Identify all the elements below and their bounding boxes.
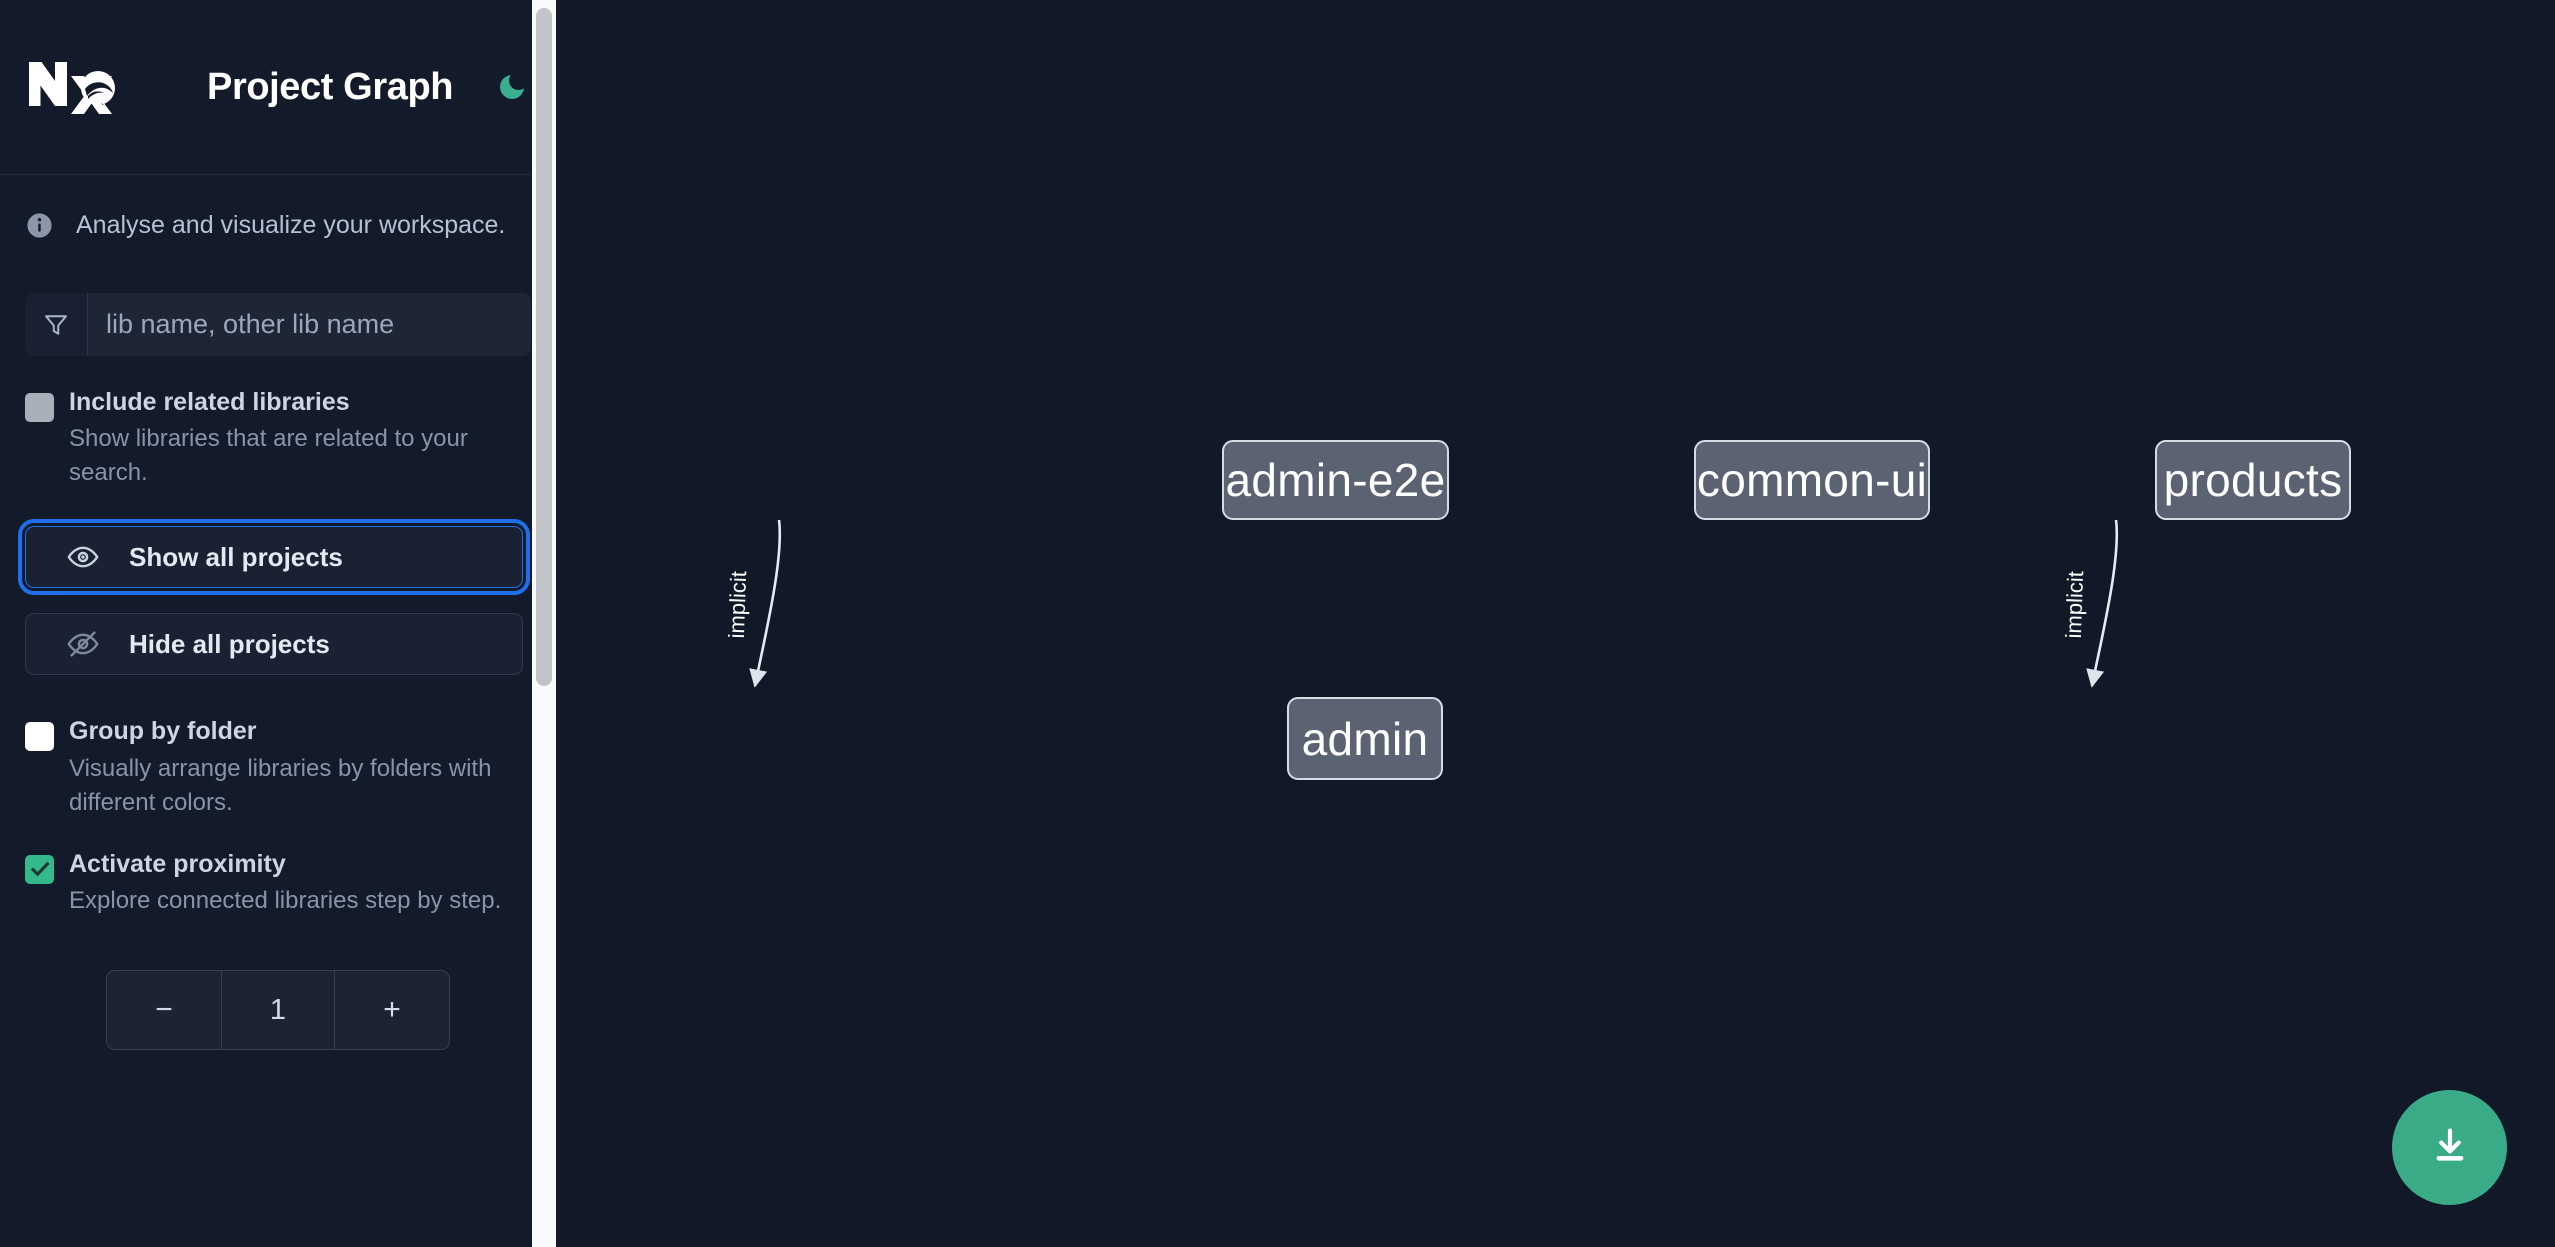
moon-icon[interactable]: [489, 64, 535, 110]
search-filter-row: [25, 293, 531, 356]
workspace-description-text: Analyse and visualize your workspace.: [76, 211, 506, 239]
sidebar-scrollbar-thumb[interactable]: [536, 8, 552, 686]
graph-node-label: common-ui: [1696, 454, 1928, 506]
graph-edges: implicit implicit: [724, 519, 2119, 688]
search-input[interactable]: [88, 293, 531, 356]
show-all-projects-label: Show all projects: [129, 541, 343, 572]
edge-store-e2e-to-store: [2086, 519, 2119, 688]
graph-canvas[interactable]: implicit implicit admin-e2e common-ui pr…: [556, 0, 2555, 1247]
graph-node-label: admin-e2e: [1225, 454, 1446, 506]
option-group-by-folder: Group by folder Visually arrange librari…: [25, 718, 531, 819]
sidebar-body: Include related libraries Show libraries…: [0, 293, 556, 1051]
group-by-folder-description: Visually arrange libraries by folders wi…: [69, 754, 492, 816]
download-button[interactable]: [2392, 1090, 2507, 1205]
proximity-decrement-button[interactable]: −: [107, 971, 221, 1050]
sidebar-header: Project Graph: [0, 0, 556, 175]
include-related-libraries-description: Show libraries that are related to your …: [69, 425, 468, 487]
include-related-libraries-label: Include related libraries: [69, 388, 350, 416]
edge-label-admin-implicit: implicit: [724, 571, 751, 639]
graph-node-products[interactable]: products: [2155, 440, 2351, 520]
graph-node-common-ui[interactable]: common-ui: [1694, 440, 1930, 520]
activate-proximity-label: Activate proximity: [69, 849, 286, 878]
proximity-increment-button[interactable]: +: [335, 971, 449, 1050]
hide-all-projects-button[interactable]: Hide all projects: [25, 613, 523, 676]
sidebar-scrollbar-track[interactable]: [532, 0, 556, 1247]
edge-admin-e2e-to-admin: [749, 519, 782, 688]
workspace-description: Analyse and visualize your workspace.: [0, 175, 556, 240]
proximity-value: 1: [221, 971, 335, 1050]
graph-node-label: admin: [1301, 712, 1429, 765]
graph-node-admin-e2e[interactable]: admin-e2e: [1222, 440, 1449, 520]
page-title: Project Graph: [207, 65, 454, 108]
activate-proximity-checkbox[interactable]: [25, 854, 54, 884]
group-by-folder-checkbox[interactable]: [25, 722, 54, 752]
option-activate-proximity: Activate proximity Explore connected lib…: [25, 851, 531, 918]
nx-logo-icon: [25, 56, 123, 122]
info-circle-icon: [25, 211, 54, 240]
funnel-icon: [25, 293, 88, 356]
show-all-projects-button[interactable]: Show all projects: [18, 519, 530, 596]
download-icon: [2427, 1123, 2473, 1172]
group-by-folder-label: Group by folder: [69, 717, 257, 746]
proximity-stepper: − 1 +: [106, 970, 450, 1051]
proximity-stepper-wrap: − 1 +: [25, 970, 531, 1051]
eye-off-icon: [66, 626, 102, 662]
eye-icon: [66, 539, 102, 575]
graph-node-label: products: [2163, 454, 2343, 506]
include-related-libraries-checkbox[interactable]: [25, 393, 54, 422]
option-include-related-libraries: Include related libraries Show libraries…: [25, 389, 531, 490]
sidebar: Project Graph Analyse and visualize your…: [0, 0, 556, 1247]
activate-proximity-description: Explore connected libraries step by step…: [69, 887, 502, 915]
hide-all-projects-label: Hide all projects: [129, 628, 330, 659]
edge-label-store-implicit: implicit: [2061, 571, 2088, 639]
graph-node-admin[interactable]: admin: [1287, 697, 1443, 780]
